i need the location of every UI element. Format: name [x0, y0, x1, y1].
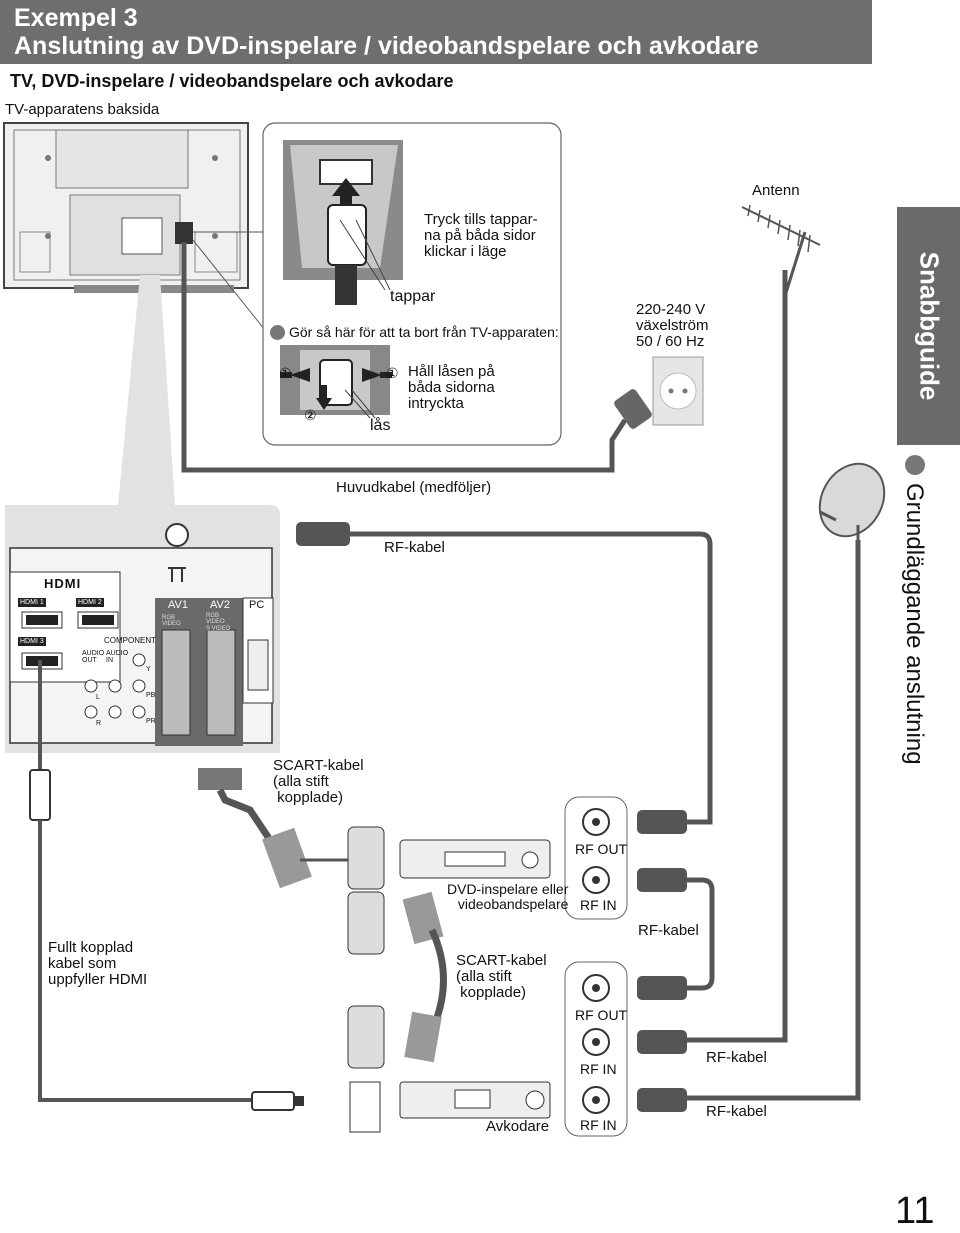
power-cable	[181, 242, 628, 473]
power-plug-icon	[614, 389, 652, 429]
page-title: Anslutning av DVD-inspelare / videobands…	[14, 32, 759, 60]
decoder-label: Avkodare	[486, 1118, 550, 1135]
rf-in-label: RF IN	[580, 1117, 617, 1133]
satellite-dish-icon	[818, 462, 886, 545]
audio-in-label: AUDIO IN	[106, 650, 129, 665]
rf-cable-label: RF-kabel	[638, 922, 699, 939]
tv-back-illustration	[3, 122, 249, 293]
rf-in-label: RF IN	[580, 1061, 617, 1077]
dvd-label: DVD-inspelare eller videobandspelare	[447, 881, 569, 912]
rf-sockets-dvd	[564, 796, 628, 920]
callout-line	[192, 239, 266, 331]
scart-cable-label: SCART-kabel (alla stift kopplade)	[273, 757, 364, 806]
hdmi-cable-label: Fullt kopplad kabel som uppfyller HDMI	[48, 939, 148, 988]
side-tab: Snabbguide	[897, 207, 960, 445]
rgb-video-svideo-label: RGB VIDEO S VIDEO	[206, 613, 231, 632]
scart-sockets-dvd	[347, 826, 385, 1133]
main-cable-label: Huvudkabel (medföljer)	[336, 479, 492, 496]
section-subtitle: TV, DVD-inspelare / videobandspelare och…	[10, 71, 454, 91]
scart-cable-label: SCART-kabel (alla stift kopplade)	[456, 952, 547, 1001]
page-header: Exempel 3 Anslutning av DVD-inspelare / …	[0, 0, 872, 64]
power-spec: 220-240 V växelström 50 / 60 Hz	[636, 301, 709, 350]
rf-out-label: RF OUT	[575, 1007, 628, 1023]
step-1-marker: ①	[279, 365, 292, 381]
hdmi1-label: HDMI 1	[18, 598, 46, 608]
tabs-label: tappar	[390, 288, 436, 305]
zoom-projection	[118, 275, 175, 505]
rf-cable-label: RF-kabel	[384, 539, 445, 556]
hdmi-logo: HDMI	[44, 576, 82, 591]
rf-cable-label: RF-kabel	[706, 1049, 767, 1066]
push-instruction: Tryck tills tappar- na på båda sidor kli…	[424, 211, 538, 260]
rf-cable-label: RF-kabel	[706, 1103, 767, 1120]
decoder-icon	[399, 1081, 551, 1119]
audio-out-label: AUDIO OUT	[82, 650, 105, 665]
av2-label: AV2	[210, 599, 230, 611]
pr-label: PR	[146, 718, 156, 725]
step-2-marker: ②	[304, 407, 317, 423]
example-number: Exempel 3	[14, 4, 138, 32]
pb-label: PB	[146, 692, 156, 699]
inset-box	[262, 122, 562, 446]
rf-in-label: RF IN	[580, 897, 617, 913]
av1-label: AV1	[168, 599, 188, 611]
antenna-cable	[650, 270, 788, 1043]
component-label: COMPONENT	[104, 636, 156, 645]
hdmi2-label: HDMI 2	[76, 598, 104, 608]
rf-plug-icon	[296, 522, 713, 825]
antenna-icon	[741, 204, 821, 297]
page-number: 11	[895, 1190, 935, 1232]
y-label: Y	[146, 666, 151, 673]
tv-back-label: TV-apparatens baksida	[5, 101, 160, 118]
r-label: R	[96, 720, 102, 727]
rgb-video-label: RGB VIDEO	[162, 615, 181, 628]
rf-out-label: RF OUT	[575, 841, 628, 857]
remove-instruction: Gör så här för att ta bort från TV-appar…	[270, 325, 559, 341]
dvd-recorder-icon	[399, 839, 551, 879]
bullet-icon	[270, 324, 285, 340]
hdmi3-label: HDMI 3	[18, 637, 46, 647]
rf-cable-plugs	[637, 810, 687, 1112]
rf-loop-cable	[687, 877, 715, 991]
hold-instruction: Håll låsen på båda sidorna intryckta	[408, 363, 495, 412]
antenna-label: Antenn	[752, 182, 800, 199]
pc-label: PC	[249, 599, 265, 611]
rf-sockets-decoder	[564, 961, 628, 1137]
scart-cable-2	[402, 891, 447, 1063]
step-1-marker: ①	[386, 365, 399, 381]
scart-cable-1	[198, 768, 350, 889]
wall-socket-icon	[652, 356, 704, 426]
l-label: L	[96, 694, 100, 701]
hdmi-cable	[29, 660, 304, 1111]
dish-cable	[650, 540, 861, 1101]
lock-label: lås	[370, 417, 391, 434]
tv-input-panel	[5, 505, 280, 753]
